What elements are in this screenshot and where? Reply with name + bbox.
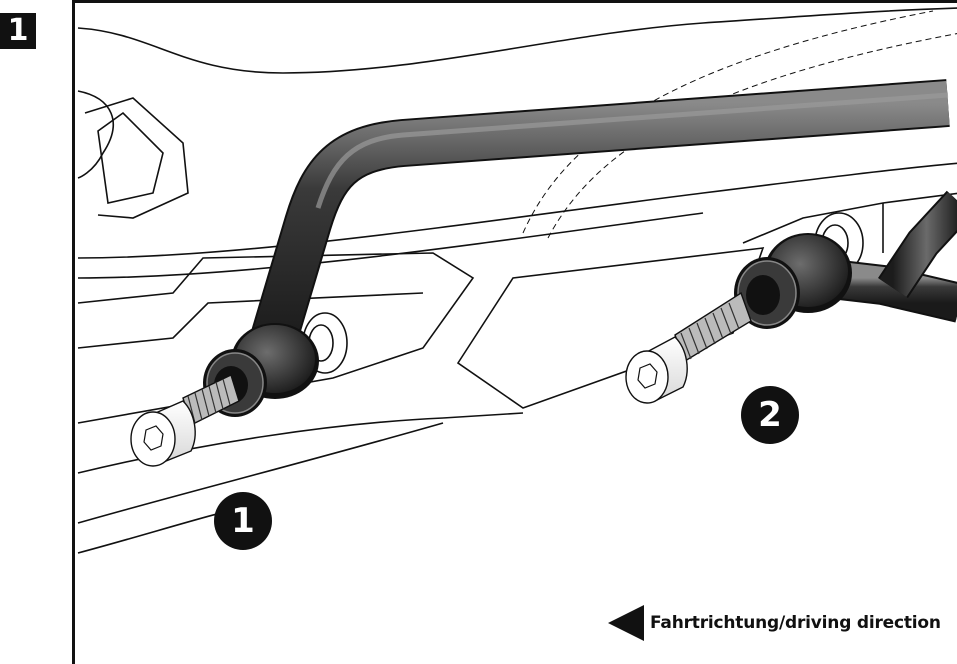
driving-direction-note: Fahrtrichtung/driving direction [608, 605, 941, 641]
seat-outline [77, 7, 957, 279]
triangle-left-arrow-icon [608, 605, 644, 641]
mounting-illustration [77, 7, 957, 554]
driving-direction-label: Fahrtrichtung/driving direction [650, 613, 941, 633]
callout-marker-2: 2 [741, 386, 799, 444]
step-number-badge: 1 [0, 13, 36, 49]
callout-marker-1: 1 [214, 492, 272, 550]
tube-eye-2 [734, 233, 852, 329]
bolt-1 [130, 374, 240, 467]
bolt-2 [625, 291, 752, 404]
illustration-frame [72, 0, 957, 664]
